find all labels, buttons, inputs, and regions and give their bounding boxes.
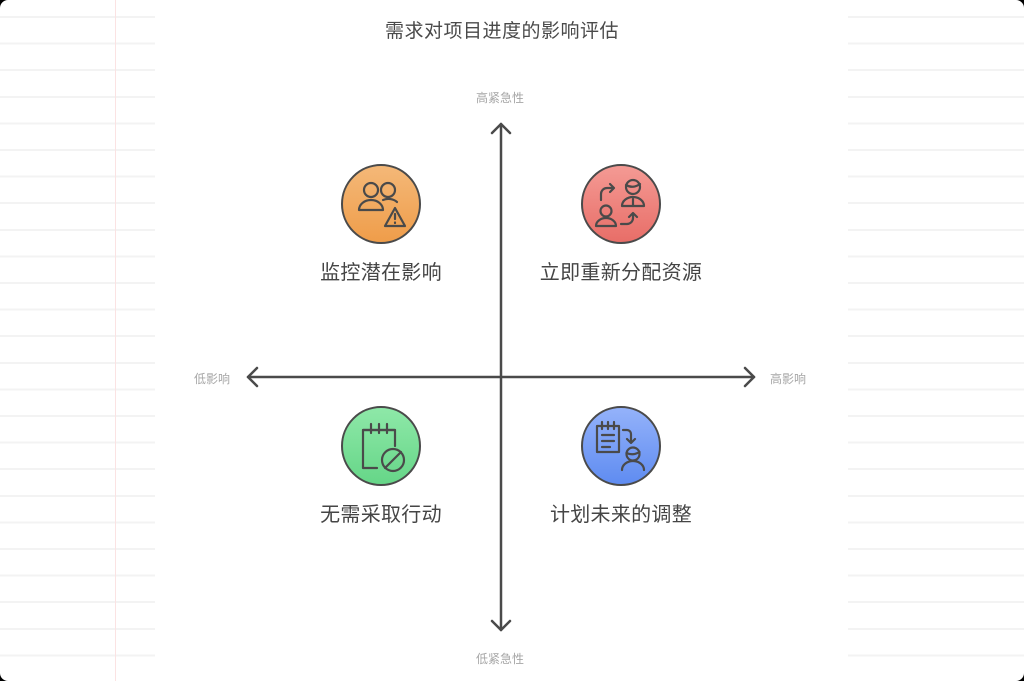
axis-label-right: 高影响 [770,372,807,386]
arrow-left-icon [246,366,259,388]
quadrant-icon-circle [341,406,421,486]
quadrant-label: 计划未来的调整 [549,502,693,526]
arrow-down-icon [490,619,512,632]
quadrant-label: 无需采取行动 [320,502,442,526]
axis-label-top: 高紧急性 [476,91,525,105]
diagram-title: 需求对项目进度的影响评估 [384,20,619,42]
quadrant-bottom-right: 计划未来的调整 [501,406,741,527]
reassign-people-icon [594,178,646,228]
calendar-cancel-icon [361,422,406,473]
quadrant-top-left: 监控潜在影响 [261,164,501,285]
quadrant-label: 监控潜在影响 [320,260,442,284]
axis-label-left: 低影响 [194,372,231,386]
notebook-margin-line [115,0,116,681]
quadrant-bottom-left: 无需采取行动 [261,406,501,527]
quadrant-icon-circle [581,164,661,244]
arrow-up-icon [490,122,512,135]
quadrant-label: 立即重新分配资源 [539,260,703,284]
axis-label-bottom: 低紧急性 [476,652,525,666]
quadrant-icon-circle [341,164,421,244]
notebook-lines-right [848,0,1024,681]
arrow-right-icon [743,366,756,388]
quadrant-icon-circle [581,406,661,486]
notebook-lines-left [0,0,155,681]
people-warning-icon [357,181,407,228]
quadrant-top-right: 立即重新分配资源 [501,164,741,285]
plan-adjust-icon [595,420,646,472]
